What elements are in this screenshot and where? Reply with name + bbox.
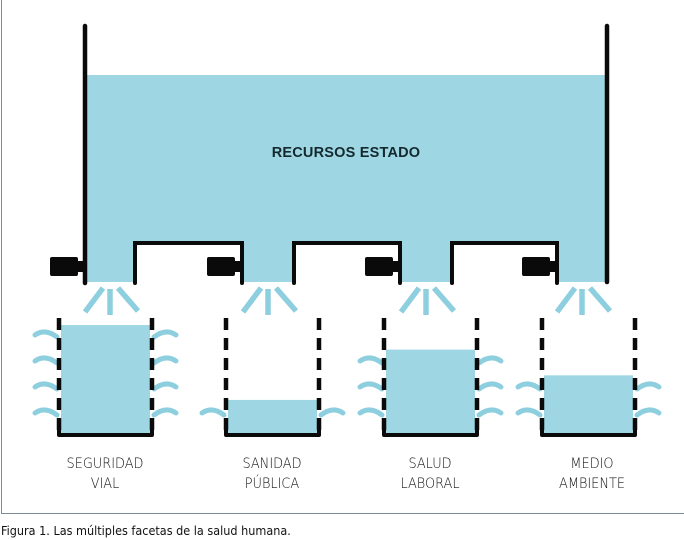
leak-drip-left <box>357 381 385 392</box>
label-line-1: MEDIO <box>570 456 614 472</box>
figure-caption: Figura 1. Las múltiples facetas de la sa… <box>1 523 291 538</box>
bucket-label-salud-laboral: SALUD LABORAL <box>366 454 495 494</box>
spout-water <box>243 240 294 282</box>
spray-ray <box>115 286 141 313</box>
valves-group <box>50 257 556 276</box>
valve-icon <box>207 257 235 276</box>
valve-icon <box>365 257 393 276</box>
label-line-1: SEGURIDAD <box>66 456 144 472</box>
valve-stem <box>76 261 84 272</box>
spray-ray <box>273 286 299 313</box>
spout-water <box>86 240 135 282</box>
label-line-2: VIAL <box>90 476 120 492</box>
leak-drip-right <box>151 407 179 418</box>
spout-water <box>558 240 607 282</box>
buckets-group <box>32 318 662 437</box>
bucket-label-medio-ambiente: MEDIO AMBIENTE <box>528 454 657 494</box>
leak-drip-left <box>515 407 543 418</box>
leak-drip-left <box>357 355 385 366</box>
leak-drip-right <box>151 381 179 392</box>
spray-ray <box>398 286 422 314</box>
label-line-1: SANIDAD <box>242 456 302 472</box>
tank-notch-outline <box>450 241 559 285</box>
leak-drip-left <box>32 329 60 340</box>
leak-drip-right <box>634 407 662 418</box>
leak-drip-left <box>357 407 385 418</box>
leak-drip-left <box>32 407 60 418</box>
leak-drip-left <box>515 381 543 392</box>
valve-stem <box>391 261 399 272</box>
bucket-salud-laboral <box>357 318 504 437</box>
bucket-bottom <box>540 421 637 437</box>
bucket-label-seguridad-vial: SEGURIDAD VIAL <box>41 454 170 494</box>
leak-drip-right <box>476 407 504 418</box>
tank-notch-outline <box>292 241 402 285</box>
valve-stem <box>233 261 241 272</box>
label-line-1: SALUD <box>408 456 452 472</box>
bucket-sanidad-publica <box>199 318 346 437</box>
state-resources-tank <box>50 23 610 288</box>
label-line-2: PÚBLICA <box>244 476 300 492</box>
leak-drip-left <box>199 407 227 418</box>
leak-drip-left <box>32 355 60 366</box>
bucket-water <box>386 349 475 434</box>
valve-icon <box>50 257 78 276</box>
spray-ray <box>587 286 613 313</box>
figure-frame <box>1 0 684 514</box>
bucket-water <box>61 325 150 434</box>
leak-drip-right <box>634 381 662 392</box>
tank-notch-outline <box>133 241 244 285</box>
spray-ray <box>240 286 264 314</box>
bucket-medio-ambiente <box>515 318 662 437</box>
leak-drip-right <box>151 329 179 340</box>
spray-ray <box>431 286 457 313</box>
bucket-label-sanidad-publica: SANIDAD PÚBLICA <box>208 454 337 494</box>
leak-drip-right <box>318 407 346 418</box>
bucket-water <box>544 375 633 434</box>
spout-water-group <box>86 240 607 282</box>
leak-drip-left <box>32 381 60 392</box>
bucket-bottom <box>224 421 321 437</box>
bucket-seguridad-vial <box>32 318 179 437</box>
label-line-2: LABORAL <box>400 476 460 492</box>
valve-stem <box>548 261 556 272</box>
tank-water <box>86 75 607 245</box>
valve-icon <box>522 257 550 276</box>
bucket-water <box>228 399 317 434</box>
spray-ray <box>554 286 578 314</box>
leak-drip-right <box>476 381 504 392</box>
leak-drip-right <box>151 355 179 366</box>
leak-drip-right <box>476 355 504 366</box>
bucket-bottom <box>57 421 154 437</box>
tank-title: RECURSOS ESTADO <box>271 145 421 161</box>
label-line-2: AMBIENTE <box>559 476 625 492</box>
spray-group <box>82 286 613 315</box>
bucket-bottom <box>382 421 479 437</box>
spout-water <box>401 240 452 282</box>
spray-ray <box>82 286 106 314</box>
tank-bottom-notches <box>133 241 559 288</box>
